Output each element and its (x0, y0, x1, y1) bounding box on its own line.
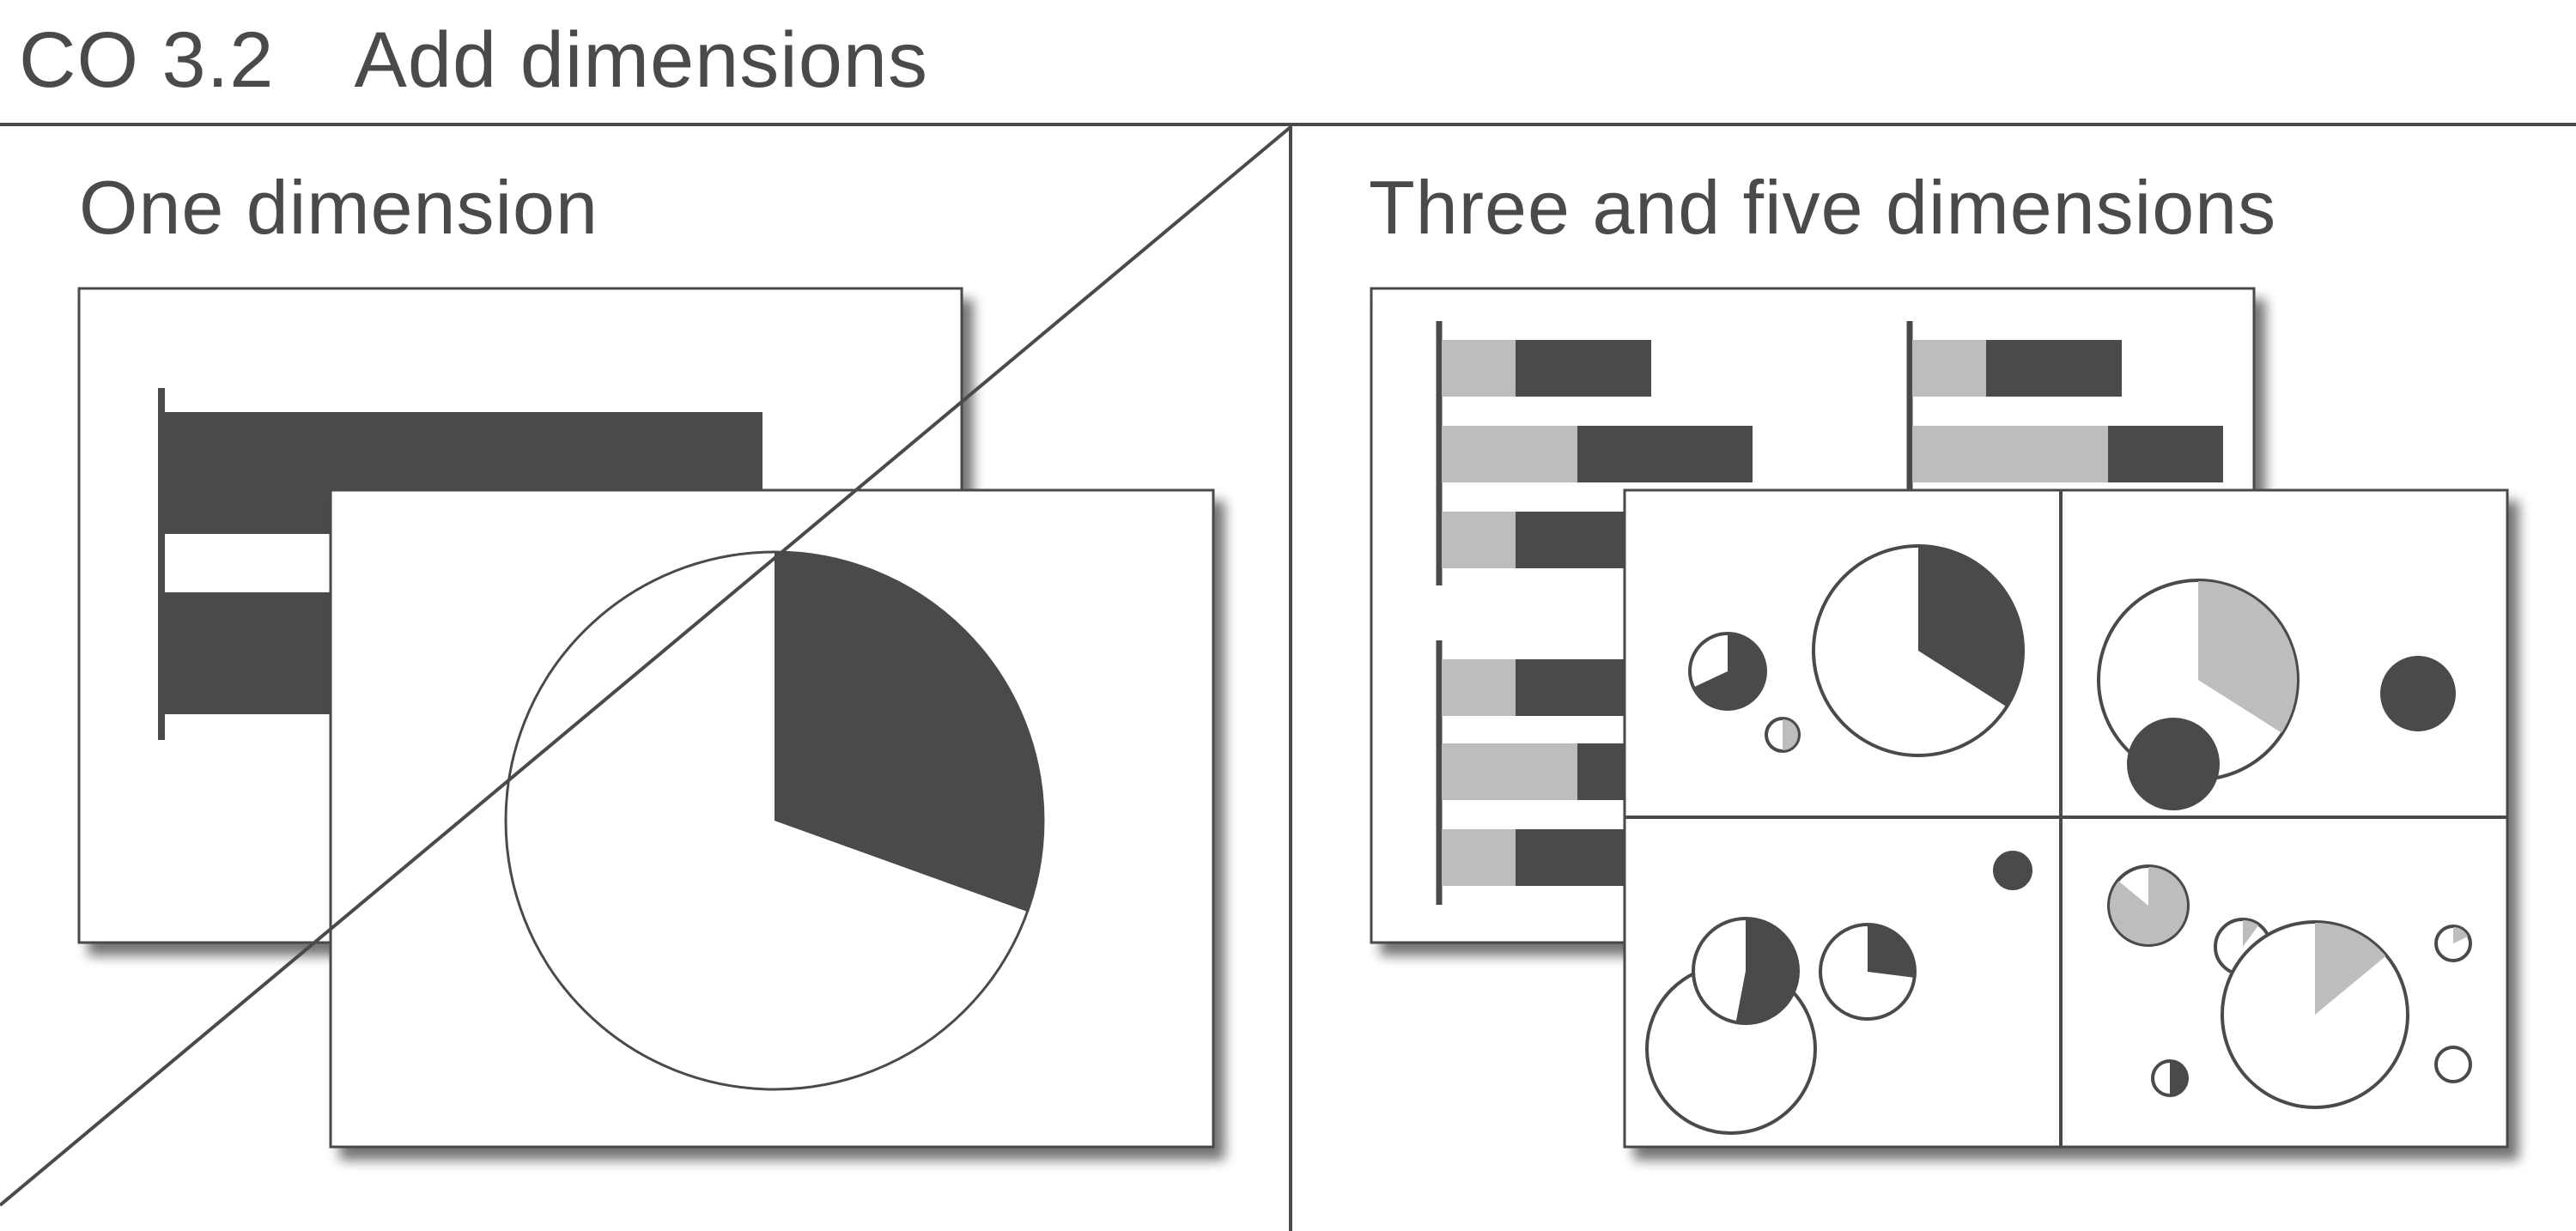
bubble-pie (1993, 851, 2032, 890)
bubble-outline (1993, 851, 2032, 890)
stacked-bar-light (1442, 340, 1516, 397)
pie-chart-card (329, 488, 1215, 1149)
bubble-pie (2221, 920, 2409, 1109)
stacked-bar-dark (1516, 340, 1651, 397)
bubble-pie (1765, 717, 1801, 753)
bubble-pie (1819, 923, 1917, 1021)
bubble-pie (2107, 864, 2190, 947)
stacked-bar-light (1442, 659, 1516, 716)
bubble-pie (2380, 656, 2456, 731)
left-panel-heading: One dimension (79, 165, 598, 250)
pie-dark-slice (775, 552, 1044, 913)
stacked-bar-light (1912, 426, 2108, 482)
stacked-bar-dark (1986, 340, 2122, 397)
bubble-outline (2380, 656, 2456, 731)
stacked-bar-light (1912, 340, 1986, 397)
stacked-bar-dark (1577, 426, 1753, 482)
bubble-pie (2151, 1059, 2189, 1097)
bubble-slice (1868, 925, 1914, 978)
stacked-bar-dark (2108, 426, 2223, 482)
stacked-bar-light (1442, 743, 1577, 800)
bubble-pie (1692, 917, 1800, 1025)
bubble-slice (2453, 927, 2469, 943)
left-panel (0, 125, 1292, 1207)
right-panel-heading: Three and five dimensions (1369, 165, 2277, 250)
bubble-pie (2434, 1046, 2472, 1083)
stacked-bar-light (1442, 829, 1516, 886)
bubble-pie (1688, 632, 1767, 711)
page-title: CO 3.2 Add dimensions (19, 16, 929, 104)
bubble-slice (1694, 634, 1765, 708)
stacked-bar-light (1442, 512, 1516, 568)
bubble-slice (2170, 1062, 2186, 1095)
bubble-slice (1918, 547, 2022, 706)
right-panel (1370, 287, 2509, 1149)
bubble-slice (2243, 920, 2259, 947)
bubble-slice (2110, 866, 2188, 944)
bubble-pie (1812, 544, 2025, 757)
strike-through-line (0, 125, 1292, 1207)
bubble-slice (1783, 719, 1798, 750)
bubble-pies (1645, 544, 2472, 1135)
bubble-pie (2434, 925, 2472, 962)
bubble-outline (2434, 1046, 2472, 1083)
stacked-bar-light (1442, 426, 1577, 482)
stacked-bar-dark (1516, 659, 1636, 716)
bubble-slice (2315, 923, 2386, 1015)
bubble-outline (2127, 718, 2220, 810)
bubble-slice (2198, 581, 2298, 733)
bubble-pie-card (1623, 488, 2509, 1149)
bubble-slice (1735, 919, 1797, 1022)
stacked-bar-dark (1516, 512, 1636, 568)
stacked-bar-dark (1516, 829, 1636, 886)
bubble-pie (2127, 718, 2220, 810)
